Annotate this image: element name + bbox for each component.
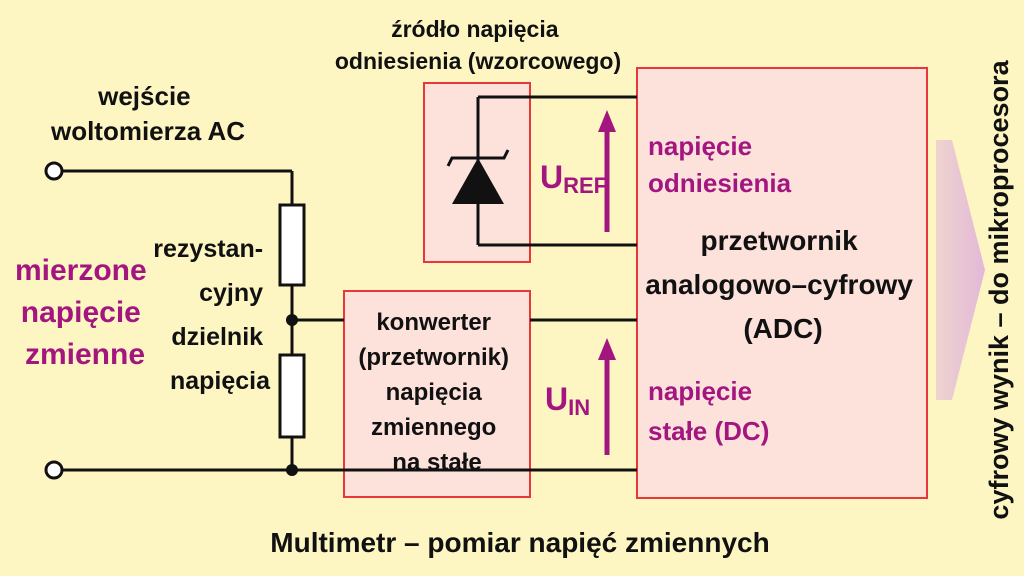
dc-voltage-line-1: napięcie xyxy=(648,376,752,406)
ac-input-terminal-top xyxy=(44,161,64,181)
divider-label-line-4: napięcia xyxy=(170,367,271,395)
adc-line-2: analogowo–cyfrowy xyxy=(645,269,913,300)
uref-symbol: UREF xyxy=(540,159,607,198)
uin-arrow xyxy=(598,338,616,455)
divider-label: rezystan- cyjny dzielnik napięcia xyxy=(153,235,271,395)
reference-source-line-2: odniesienia (wzorcowego) xyxy=(335,48,621,74)
converter-line-4: zmiennego xyxy=(371,414,496,441)
ac-input-terminal-bottom xyxy=(44,460,64,480)
resistor-top xyxy=(278,203,306,287)
zener-diode-icon xyxy=(446,149,510,204)
converter-line-5: na stałe xyxy=(392,449,481,476)
reference-source-line-1: źródło napięcia xyxy=(391,16,559,42)
ac-input-label-line-1: wejście xyxy=(97,81,191,111)
converter-block xyxy=(343,290,531,498)
ref-voltage-line-1: napięcie xyxy=(648,131,752,161)
adc-line-3: (ADC) xyxy=(743,313,822,344)
adc-line-1: przetwornik xyxy=(701,225,859,256)
converter-line-2: (przetwornik) xyxy=(358,344,509,371)
converter-line-3: napięcia xyxy=(386,379,483,406)
adc-label: przetwornik analogowo–cyfrowy (ADC) xyxy=(645,225,920,344)
junction-top xyxy=(286,314,298,326)
measured-voltage-line-3: zmienne xyxy=(25,338,145,371)
converter-label: konwerter (przetwornik) napięcia zmienne… xyxy=(358,309,515,476)
uin-main: U xyxy=(545,381,568,417)
output-arrow xyxy=(936,140,985,400)
uref-subscript: REF xyxy=(563,173,607,198)
adc-block xyxy=(636,67,928,499)
uref-main: U xyxy=(540,159,563,195)
reference-source-label: źródło napięcia odniesienia (wzorcowego) xyxy=(335,16,621,74)
uref-arrow xyxy=(598,110,616,232)
ref-voltage-line-2: odniesienia xyxy=(648,168,792,198)
ac-input-label-line-2: woltomierza AC xyxy=(50,116,245,146)
caption: Multimetr – pomiar napięć zmiennych xyxy=(270,527,769,558)
dc-voltage-label: napięcie stałe (DC) xyxy=(648,376,769,446)
resistor-bottom xyxy=(278,353,306,439)
ref-voltage-label: napięcie odniesienia xyxy=(648,131,792,198)
measured-voltage-line-2: napięcie xyxy=(21,296,141,329)
converter-line-1: konwerter xyxy=(376,309,491,336)
output-label: cyfrowy wynik – do mikroprocesora xyxy=(984,59,1014,519)
junction-bottom xyxy=(286,464,298,476)
dc-voltage-line-2: stałe (DC) xyxy=(648,416,769,446)
measured-voltage-label: mierzone napięcie zmienne xyxy=(15,254,155,371)
uin-subscript: IN xyxy=(568,395,590,420)
measured-voltage-line-1: mierzone xyxy=(15,254,147,287)
divider-label-line-1: rezystan- xyxy=(153,235,263,263)
ac-input-label: wejście woltomierza AC xyxy=(50,81,245,146)
uin-symbol: UIN xyxy=(545,381,590,420)
divider-label-line-3: dzielnik xyxy=(171,323,263,351)
divider-label-line-2: cyjny xyxy=(199,279,263,307)
